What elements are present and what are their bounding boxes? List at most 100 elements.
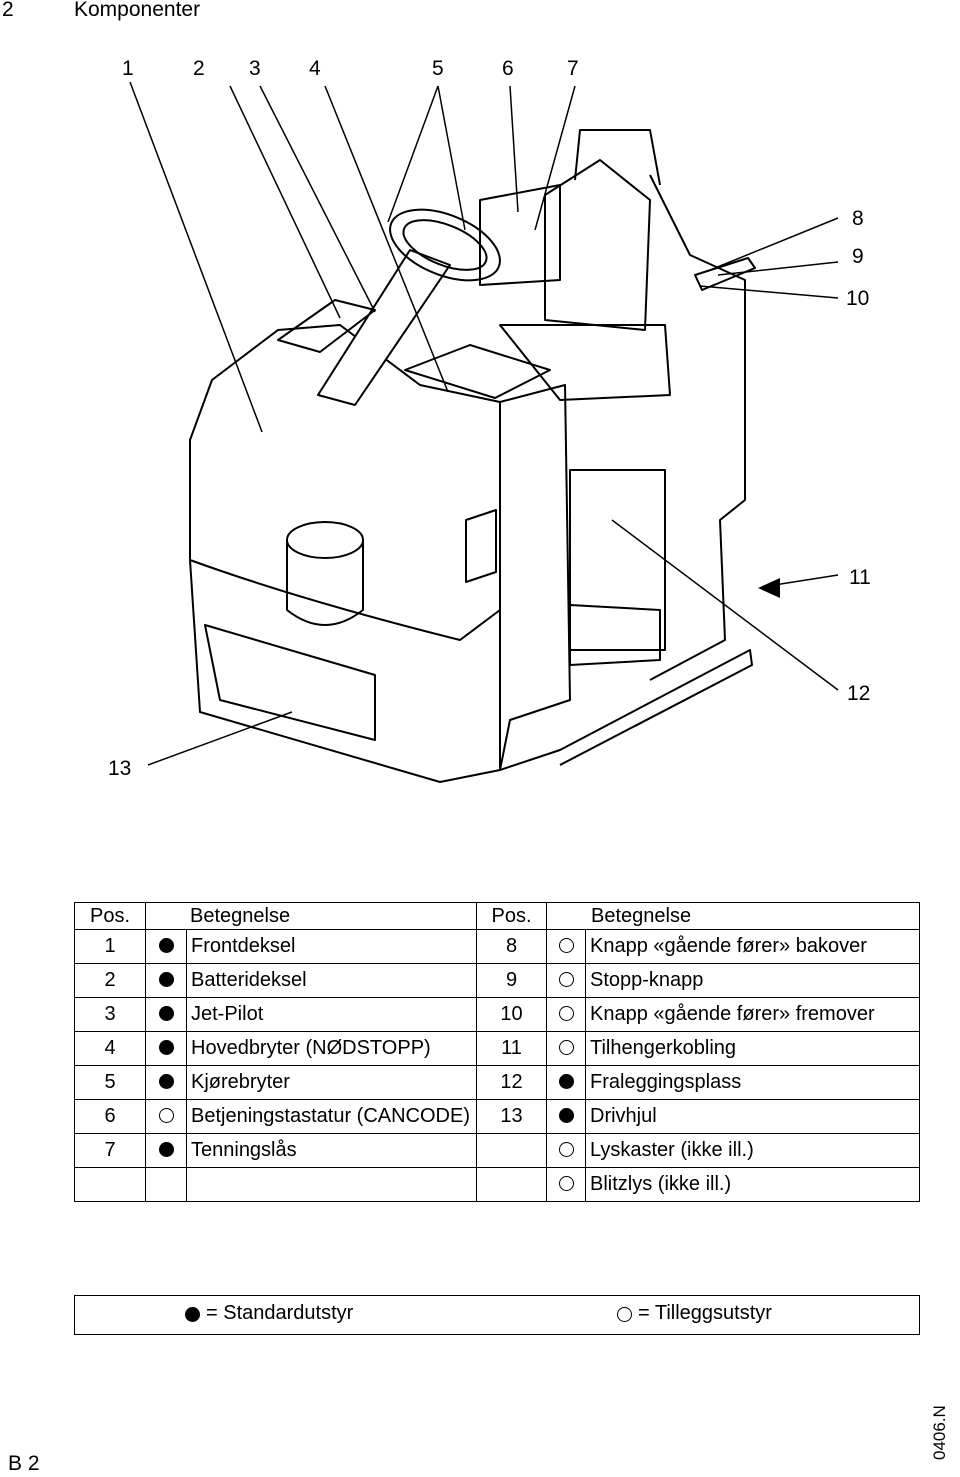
row-mark-right	[546, 929, 586, 964]
row-name-left	[186, 1167, 477, 1202]
row-mark-right	[546, 963, 586, 998]
row-name-left: Betjeningstastatur (CANCODE)	[186, 1099, 477, 1134]
row-mark-left	[145, 1031, 187, 1066]
row-name-left: Hovedbryter (NØDSTOPP)	[186, 1031, 477, 1066]
document-code: 0406.N	[930, 1405, 949, 1460]
row-mark-left	[145, 997, 187, 1032]
row-mark-left	[145, 1099, 187, 1134]
row-pos-left: 6	[74, 1099, 146, 1134]
row-name-left: Tenningslås	[186, 1133, 477, 1168]
table-header-row: Pos. Betegnelse Pos. Betegnelse	[74, 902, 920, 930]
callout-4: 4	[309, 57, 321, 80]
row-name-left: Frontdeksel	[186, 929, 477, 964]
table-row: 6 Betjeningstastatur (CANCODE)13 Drivhjul	[74, 1099, 920, 1134]
seat-backrest	[544, 159, 651, 331]
seat-grab-handle	[574, 129, 661, 186]
callout-8: 8	[852, 207, 864, 230]
row-mark-left	[145, 963, 187, 998]
row-pos-right: 8	[476, 929, 547, 964]
row-pos-left: 4	[74, 1031, 146, 1066]
row-name-right: Knapp «gående fører» fremover	[585, 997, 920, 1032]
row-name-left: Jet-Pilot	[186, 997, 477, 1032]
callout-5: 5	[432, 57, 444, 80]
page-number: B 2	[8, 1452, 40, 1475]
section-number: 2	[2, 0, 14, 21]
rear-shell	[649, 174, 746, 681]
row-mark-left	[145, 929, 187, 964]
left-control-panel	[277, 299, 376, 353]
truck-illustration: 1 2 3 4 5 6 7 8 9 10 11 12 13	[108, 57, 871, 783]
row-pos-left	[74, 1167, 146, 1202]
table-row: 7 Tenningslås Lyskaster (ikke ill.)	[74, 1133, 920, 1168]
dashboard	[479, 184, 561, 286]
callout-12: 12	[847, 682, 870, 705]
row-mark-left	[145, 1133, 187, 1168]
row-pos-right: 9	[476, 963, 547, 998]
component-legend-table: Pos. Betegnelse Pos. Betegnelse 1 Frontde…	[74, 902, 920, 1202]
standard-dot-icon	[558, 1074, 574, 1089]
standard-dot-icon	[158, 1074, 174, 1089]
optional-dot-icon	[558, 1176, 574, 1191]
jet-pilot-column	[317, 249, 451, 406]
row-mark-right	[546, 1167, 586, 1202]
optional-dot-icon	[558, 1006, 574, 1021]
row-pos-right: 12	[476, 1065, 547, 1100]
row-name-right: Tilhengerkobling	[585, 1031, 920, 1066]
optional-dot-icon	[558, 1142, 574, 1157]
standard-dot-icon	[558, 1108, 574, 1123]
row-name-right: Lyskaster (ikke ill.)	[585, 1133, 920, 1168]
rear-button-panel	[694, 257, 756, 291]
row-name-right: Blitzlys (ikke ill.)	[585, 1167, 920, 1202]
standard-dot-icon	[158, 1142, 174, 1157]
table-row: 4 Hovedbryter (NØDSTOPP)11 Tilhengerkoblin…	[74, 1031, 920, 1066]
row-mark-right	[546, 1133, 586, 1168]
callout-10: 10	[846, 287, 869, 310]
optional-dot-icon	[617, 1307, 632, 1322]
header-name-right: Betegnelse	[546, 902, 920, 930]
row-pos-left: 1	[74, 929, 146, 964]
row-pos-right: 13	[476, 1099, 547, 1134]
callout-9: 9	[852, 245, 864, 268]
steering-wheel	[389, 208, 501, 282]
optional-dot-icon	[158, 1108, 174, 1123]
key-standard: = Standardutstyr	[185, 1302, 353, 1325]
base-frame	[499, 649, 753, 771]
row-mark-right	[546, 1099, 586, 1134]
battery-cover	[404, 344, 551, 399]
standard-dot-icon	[185, 1307, 200, 1322]
row-pos-left: 7	[74, 1133, 146, 1168]
row-name-right: Fraleggingsplass	[585, 1065, 920, 1100]
callout-1: 1	[122, 57, 134, 80]
header-pos-left: Pos.	[74, 902, 146, 930]
right-tower	[499, 384, 571, 771]
header-name-left: Betegnelse	[145, 902, 477, 930]
equipment-key: = Standardutstyr = Tilleggsutstyr	[74, 1295, 920, 1335]
optional-dot-icon	[558, 938, 574, 953]
operator-compartment	[569, 469, 666, 651]
section-title: Komponenter	[74, 0, 201, 21]
table-row: Blitzlys (ikke ill.)	[74, 1167, 920, 1202]
standard-dot-icon	[158, 972, 174, 987]
row-mark-right	[546, 997, 586, 1032]
row-pos-right: 11	[476, 1031, 547, 1066]
standard-dot-icon	[158, 1006, 174, 1021]
row-name-left: Kjørebryter	[186, 1065, 477, 1100]
optional-dot-icon	[558, 972, 574, 987]
callout-13: 13	[108, 757, 131, 780]
row-pos-left: 3	[74, 997, 146, 1032]
row-name-right: Drivhjul	[585, 1099, 920, 1134]
row-name-left: Batterideksel	[186, 963, 477, 998]
row-name-right: Knapp «gående fører» bakover	[585, 929, 920, 964]
section-heading: 2 Komponenter	[0, 0, 200, 22]
row-pos-left: 5	[74, 1065, 146, 1100]
optional-dot-icon	[558, 1040, 574, 1055]
standard-dot-icon	[158, 938, 174, 953]
drive-wheel-panel	[204, 624, 376, 741]
seat-cushion	[499, 324, 671, 401]
callout-3: 3	[249, 57, 261, 80]
row-mark-left	[145, 1065, 187, 1100]
